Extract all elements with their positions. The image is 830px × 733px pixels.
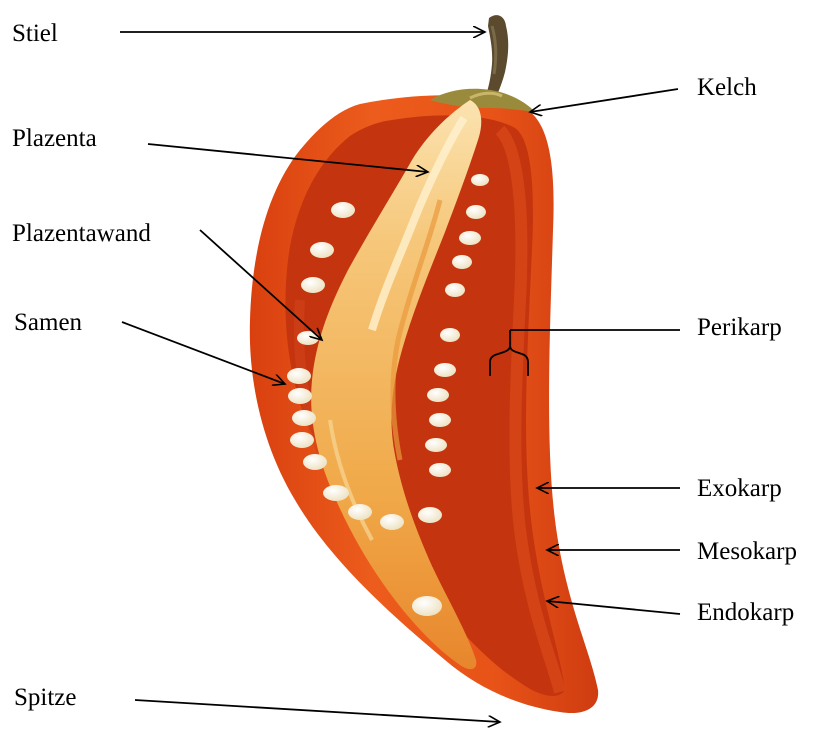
label-spitze: Spitze bbox=[14, 683, 77, 713]
label-mesokarp: Mesokarp bbox=[697, 537, 797, 567]
seed bbox=[452, 255, 472, 269]
arrow-kelch bbox=[530, 89, 678, 112]
seed bbox=[380, 514, 404, 530]
seed bbox=[287, 368, 311, 384]
seed bbox=[429, 413, 451, 427]
seed bbox=[310, 242, 334, 258]
label-plazenta: Plazenta bbox=[12, 124, 97, 154]
seed bbox=[471, 174, 489, 186]
seed bbox=[297, 331, 319, 345]
label-stiel: Stiel bbox=[12, 19, 58, 49]
seed bbox=[412, 596, 442, 616]
seed bbox=[331, 202, 355, 218]
seed bbox=[288, 388, 312, 404]
seed bbox=[301, 277, 325, 293]
seed bbox=[303, 454, 327, 470]
label-perikarp: Perikarp bbox=[697, 313, 782, 343]
arrow-spitze bbox=[135, 700, 500, 722]
seed bbox=[427, 388, 449, 402]
label-exokarp: Exokarp bbox=[697, 474, 782, 504]
label-kelch: Kelch bbox=[697, 73, 757, 103]
seed bbox=[425, 438, 447, 452]
seed bbox=[466, 205, 486, 219]
seed bbox=[290, 432, 314, 448]
label-plazentawand: Plazentawand bbox=[12, 219, 151, 249]
seed bbox=[418, 507, 442, 523]
seed bbox=[434, 363, 456, 377]
label-samen: Samen bbox=[14, 308, 82, 338]
seed bbox=[323, 485, 349, 501]
seed bbox=[445, 283, 465, 297]
seed bbox=[459, 231, 481, 245]
label-endokarp: Endokarp bbox=[697, 598, 794, 628]
seed bbox=[292, 410, 316, 426]
seed bbox=[429, 463, 451, 477]
stem bbox=[486, 15, 508, 95]
seed bbox=[440, 328, 460, 342]
seed bbox=[348, 504, 372, 520]
